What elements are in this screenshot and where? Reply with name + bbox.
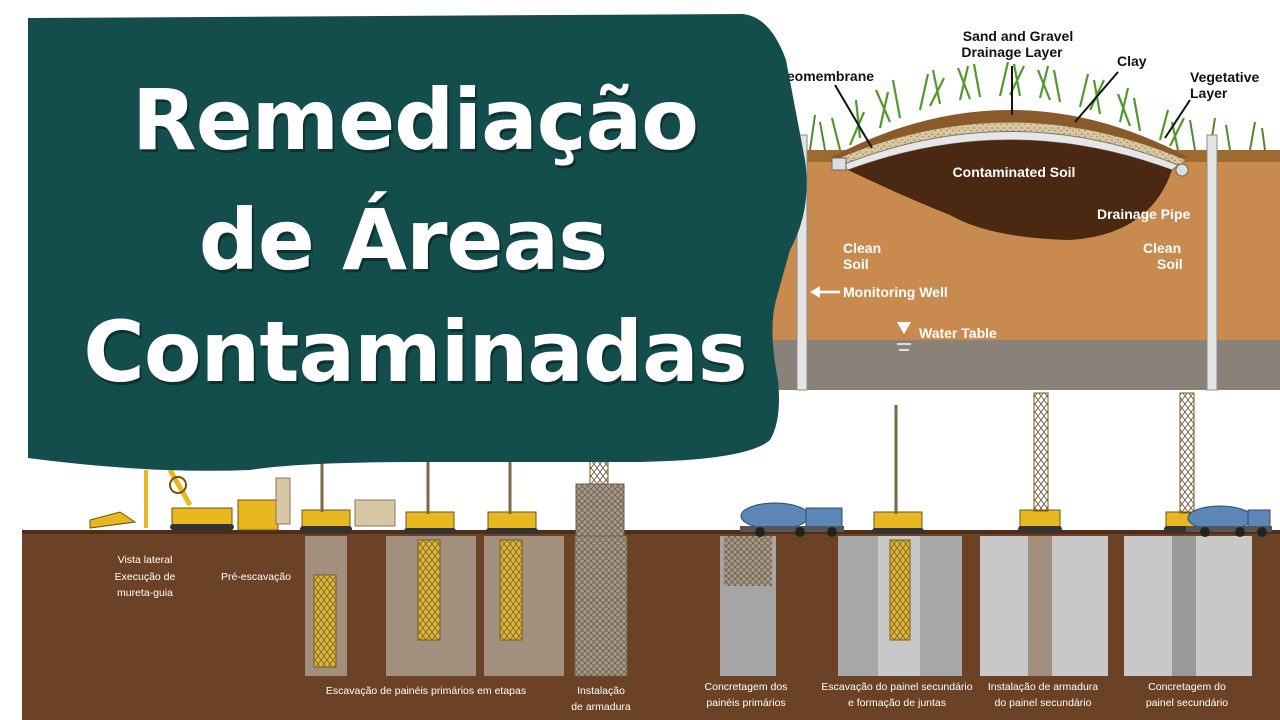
label-escavacao-secundario: Escavação do painel secundário bbox=[821, 681, 972, 693]
contaminated-soil-mass bbox=[848, 140, 1172, 240]
groundwater-zone bbox=[745, 340, 1280, 390]
label-vegetative-layer: Layer bbox=[1190, 85, 1228, 101]
label-monitoring-well: Monitoring Well bbox=[843, 284, 948, 300]
label-formacao-juntas: e formação de juntas bbox=[848, 697, 946, 709]
label-sand-gravel: Sand and Gravel bbox=[963, 28, 1073, 44]
label-mureta-guia: mureta-guia bbox=[117, 587, 173, 599]
label-clay: Clay bbox=[1117, 53, 1147, 69]
label-clean-soil-left-2: Soil bbox=[843, 256, 869, 272]
label-clean-soil-right: Clean bbox=[1143, 240, 1181, 256]
concrete-trucks bbox=[740, 502, 1272, 537]
rebar-cage bbox=[575, 483, 625, 537]
label-drainage-pipe: Drainage Pipe bbox=[1097, 206, 1191, 222]
label-contaminated-soil: Contaminated Soil bbox=[953, 164, 1076, 180]
monitoring-well-right bbox=[1206, 134, 1218, 391]
drainage-pipe-right bbox=[1175, 163, 1189, 177]
label-vista-lateral: Vista lateral bbox=[118, 554, 173, 566]
water-table-marker bbox=[897, 322, 911, 334]
label-execucao: Execução de bbox=[115, 571, 176, 583]
label-pre-escavacao: Pré-escavação bbox=[221, 571, 291, 583]
label-painel-secundario: do painel secundário bbox=[995, 697, 1092, 709]
label-escavacao-primarios: Escavação de painéis primários em etapas bbox=[326, 685, 526, 697]
drainage-pipe-left bbox=[831, 157, 847, 171]
monitoring-well-left bbox=[796, 134, 808, 391]
landfill-cap-diagram: Sand and Gravel Drainage Layer Clay Geom… bbox=[745, 10, 1280, 391]
label-clean-soil-left: Clean bbox=[843, 240, 881, 256]
mound-grass bbox=[830, 61, 1185, 151]
title-banner bbox=[28, 14, 807, 471]
label-instalacao-armadura: Instalação de armadura bbox=[988, 681, 1098, 693]
sand-gravel-layer bbox=[835, 122, 1185, 165]
label-paineis-primarios: painéis primários bbox=[706, 697, 785, 709]
label-concretagem-do: Concretagem do bbox=[1148, 681, 1226, 693]
label-concretagem-dos: Concretagem dos bbox=[705, 681, 788, 693]
trench-panels bbox=[305, 535, 1252, 677]
label-vegetative: Vegetative bbox=[1190, 69, 1259, 85]
label-painel-secundario-2: painel secundário bbox=[1146, 697, 1228, 709]
label-clean-soil-right-2: Soil bbox=[1157, 256, 1183, 272]
label-water-table: Water Table bbox=[919, 325, 997, 341]
label-de-armadura: de armadura bbox=[571, 701, 631, 713]
label-instalacao: Instalação bbox=[577, 685, 625, 697]
label-geomembrane: Geomembrane bbox=[776, 68, 874, 84]
label-drainage-layer: Drainage Layer bbox=[961, 44, 1063, 60]
